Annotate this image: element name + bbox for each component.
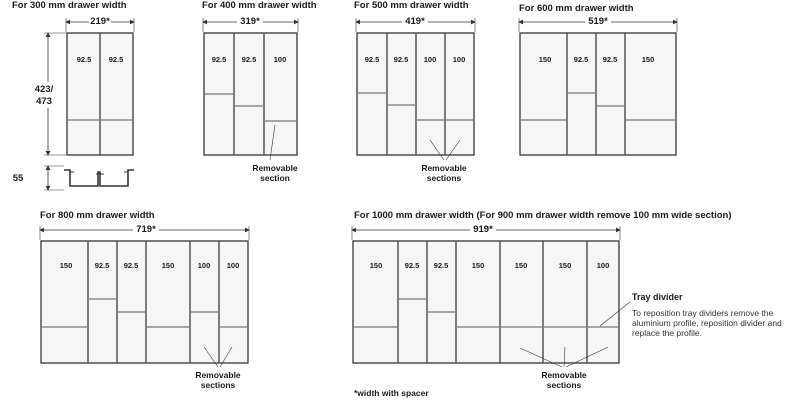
removable-word: Removable [252,163,298,173]
removable-note-1000: Removable sections [534,370,594,390]
sections-word: sections [426,173,462,183]
tray-400: 319* 92.5 92.5 100 [202,15,299,161]
tray-divider-text: To reposition tray dividers remove the a… [632,308,782,338]
compartment-label: 92.5 [434,261,449,270]
removable-note-400: Removable section [245,163,305,183]
compartment-label: 92.5 [603,55,618,64]
height-label-line2: 473 [36,96,52,107]
compartment-label: 92.5 [109,55,124,64]
compartment-label: 92.5 [212,55,227,64]
footnote: *width with spacer [354,388,429,398]
title-600: For 600 mm drawer width [519,3,634,14]
compartment-label: 150 [162,261,175,270]
compartment-label: 150 [472,261,485,270]
removable-word: Removable [421,163,467,173]
width-label-1000: 919* [473,224,493,235]
width-label-600: 519* [588,16,608,27]
width-label-800: 719* [136,224,156,235]
tray-500: 419* 92.5 92.5 100 100 [355,15,476,161]
width-label-300: 219* [90,16,110,27]
compartment-label: 92.5 [365,55,380,64]
title-300: For 300 mm drawer width [12,0,127,11]
compartment-label: 150 [370,261,383,270]
compartment-label: 100 [227,261,240,270]
compartment-label: 150 [515,261,528,270]
compartment-label: 150 [559,261,572,270]
compartment-label: 100 [274,55,287,64]
removable-word: Removable [195,370,241,380]
compartment-label: 150 [539,55,552,64]
title-800: For 800 mm drawer width [40,210,155,221]
width-label-400: 319* [240,16,260,27]
compartment-label: 100 [597,261,610,270]
compartment-label: 92.5 [77,55,92,64]
compartment-label: 100 [424,55,437,64]
height-label-line1: 423/ [35,84,54,95]
compartment-label: 92.5 [405,261,420,270]
tray-divider-title: Tray divider [632,292,683,302]
compartment-label: 92.5 [574,55,589,64]
compartment-label: 92.5 [394,55,409,64]
title-1000: For 1000 mm drawer width (For 900 mm dra… [354,210,732,221]
compartment-label: 100 [198,261,211,270]
tray-300: 219* 92.5 92.5 423/ 473 55 [13,15,135,191]
title-500: For 500 mm drawer width [354,0,469,11]
removable-note-500: Removable sections [414,163,474,183]
compartment-label: 92.5 [95,261,110,270]
profile-cross-section [64,169,134,187]
compartment-label: 150 [60,261,73,270]
removable-word: Removable [541,370,587,380]
tray-600: 519* 150 92.5 92.5 150 [518,15,678,156]
section-word: section [260,173,290,183]
sections-word: sections [546,380,582,390]
removable-note-800: Removable sections [188,370,248,390]
tray-1000: 919* 150 92.5 92.5 150 150 150 100 [351,223,631,368]
compartment-label: 92.5 [242,55,257,64]
profile-height-label: 55 [13,173,24,184]
compartment-label: 100 [453,55,466,64]
compartment-label: 150 [642,55,655,64]
width-label-500: 419* [405,16,425,27]
tray-800: 719* 150 92.5 92.5 150 100 100 [39,223,250,368]
compartment-label: 92.5 [124,261,139,270]
title-400: For 400 mm drawer width [202,0,317,11]
sections-word: sections [200,380,236,390]
